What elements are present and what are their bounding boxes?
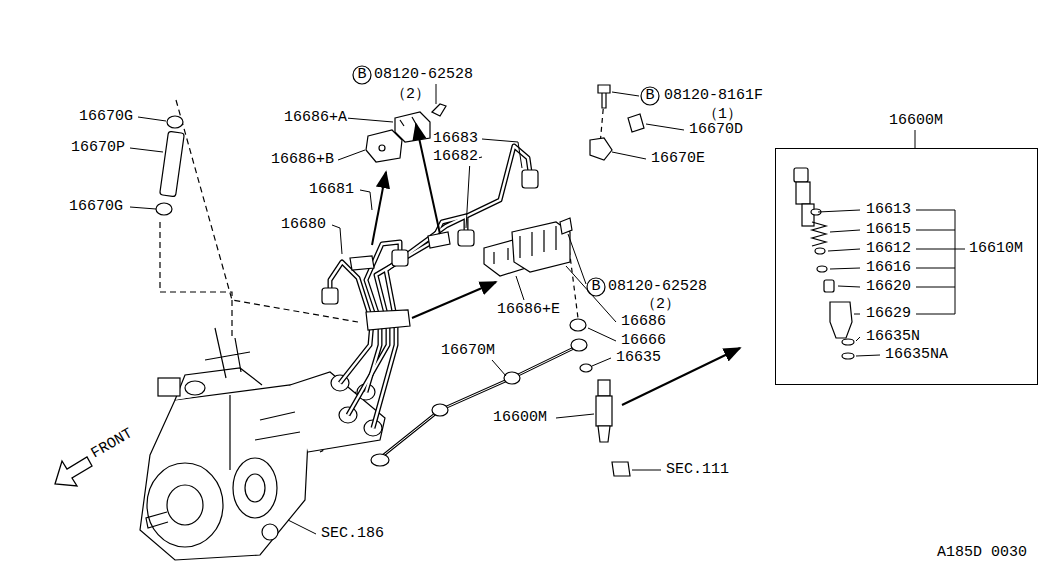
circle-letter: B xyxy=(356,66,367,84)
callout-number: 16613 xyxy=(865,201,912,219)
callout-number: 16670D xyxy=(688,121,744,139)
callout-number: 16635NA xyxy=(884,346,949,364)
box-heading: 16600M xyxy=(888,112,944,130)
callout-number: 16666 xyxy=(620,332,667,350)
callout-number: 08120-62528 xyxy=(607,278,708,296)
callout-number: 16681 xyxy=(308,181,355,199)
callout-number: 16670G xyxy=(78,108,134,126)
callout-number: 16616 xyxy=(865,259,912,277)
callout-number: 16612 xyxy=(865,240,912,258)
callout-number: 16682 xyxy=(432,148,479,166)
callout-number: 16600M xyxy=(492,409,548,427)
circle-letter: B xyxy=(644,87,655,105)
callout-number: 16670E xyxy=(650,150,706,168)
callout-number: 16635 xyxy=(615,349,662,367)
circle-letter: B xyxy=(590,278,601,296)
drawing-number: A185D 0030 xyxy=(936,544,1028,562)
callout-number: 16686 xyxy=(620,313,667,331)
callout-number: 16610M xyxy=(968,240,1024,258)
callout-number: 16620 xyxy=(865,278,912,296)
callout-number: （2） xyxy=(640,296,681,314)
callout-number: 16670G xyxy=(68,198,124,216)
callout-number: 08120-8161F xyxy=(663,87,764,105)
callout-number: 08120-62528 xyxy=(373,66,474,84)
direction-label: FRONT xyxy=(88,425,138,464)
callout-number: 16629 xyxy=(865,305,912,323)
callout-number: 16686+E xyxy=(496,301,561,319)
callout-number: 16670P xyxy=(70,139,126,157)
callout-number: SEC.111 xyxy=(665,461,730,479)
callout-number: （2） xyxy=(390,86,431,104)
callout-number: 16635N xyxy=(865,328,921,346)
callout-number: 16683 xyxy=(432,130,479,148)
callout-number: SEC.186 xyxy=(320,525,385,543)
callout-number: 16686+A xyxy=(283,109,348,127)
callout-number: 16615 xyxy=(865,221,912,239)
callout-number: 16670M xyxy=(440,342,496,360)
callout-number: 16680 xyxy=(280,216,327,234)
callout-number: 16686+B xyxy=(270,151,335,169)
